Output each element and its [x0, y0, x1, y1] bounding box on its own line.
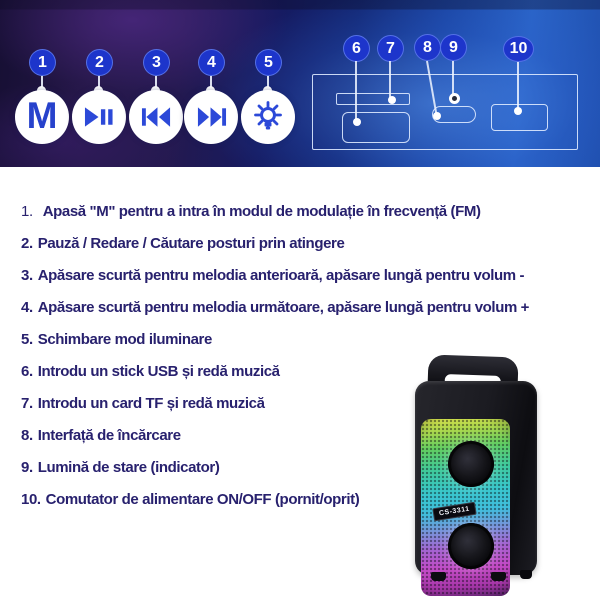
instruction-item-8: 8.Interfață de încărcare [21, 426, 596, 446]
previous-track-icon [141, 107, 170, 127]
callout-8-dot [433, 112, 441, 120]
model-label: CS-3311 [432, 501, 477, 522]
instruction-2-number: 2. [21, 235, 33, 252]
instruction-7-number: 7. [21, 395, 33, 412]
callout-4-badge: 4 [198, 49, 225, 76]
instruction-item-10: 10.Comutator de alimentare ON/OFF (porni… [21, 490, 596, 510]
speaker-driver-bottom [448, 523, 494, 569]
callout-7-line [389, 61, 391, 101]
callout-9-badge: 9 [440, 34, 467, 61]
callout-2-number: 2 [95, 53, 104, 71]
callout-9-line [452, 61, 454, 95]
instruction-list: 1. Apasă "M" pentru a intra în modul de m… [21, 202, 596, 522]
speaker-front-grille: CS-3311 [421, 419, 510, 596]
callout-5-line [267, 76, 269, 90]
speaker-foot [520, 570, 532, 579]
speaker-body: CS-3311 [415, 381, 537, 596]
rear-panel-outline [312, 74, 578, 150]
callout-1-line [41, 76, 43, 90]
tf-card-slot-shape [336, 93, 410, 105]
callout-4-number: 4 [207, 53, 216, 71]
instruction-item-2: 2.Pauză / Redare / Căutare posturi prin … [21, 234, 596, 254]
callout-9-number: 9 [449, 38, 458, 56]
instruction-8-text: Interfață de încărcare [37, 427, 181, 444]
callout-10-line [517, 62, 519, 112]
callout-3-badge: 3 [143, 49, 170, 76]
instruction-6-text: Introdu un stick USB și redă muzică [37, 363, 280, 380]
callout-2-badge: 2 [86, 49, 113, 76]
callout-8-number: 8 [423, 38, 432, 56]
callout-10-number: 10 [509, 40, 528, 57]
play-pause-button [72, 90, 126, 144]
callout-2-line [98, 76, 100, 90]
instruction-2-text: Pauză / Redare / Căutare posturi prin at… [37, 235, 345, 252]
instruction-5-text: Schimbare mod iluminare [37, 331, 213, 348]
instruction-5-number: 5. [21, 331, 33, 348]
callout-3-number: 3 [152, 53, 161, 71]
callout-1-number: 1 [38, 53, 47, 71]
instruction-10-text: Comutator de alimentare ON/OFF (pornit/o… [45, 491, 360, 508]
callout-7-dot [388, 96, 396, 104]
usb-port-shape [342, 112, 410, 143]
instruction-item-5: 5.Schimbare mod iluminare [21, 330, 596, 350]
charging-port-shape [432, 106, 476, 123]
instruction-4-number: 4. [21, 299, 33, 316]
light-mode-button [241, 90, 295, 144]
next-track-icon [197, 107, 226, 127]
instruction-item-9: 9.Lumină de stare (indicator) [21, 458, 596, 478]
speaker-foot [431, 572, 446, 581]
instruction-item-6: 6.Introdu un stick USB și redă muzică [21, 362, 596, 382]
callout-1-badge: 1 [29, 49, 56, 76]
callout-10-badge: 10 [503, 36, 534, 62]
callout-4-line [210, 76, 212, 90]
instruction-item-7: 7.Introdu un card TF și redă muzică [21, 394, 596, 414]
callout-6-dot [353, 118, 361, 126]
instruction-7-text: Introdu un card TF și redă muzică [37, 395, 265, 412]
instruction-8-number: 8. [21, 427, 33, 444]
instruction-1-number: 1. [21, 203, 33, 220]
callout-8-badge: 8 [414, 34, 441, 61]
instruction-4-text: Apăsare scurtă pentru melodia următoare,… [37, 299, 530, 316]
instruction-item-1: 1. Apasă "M" pentru a intra în modul de m… [21, 202, 596, 222]
instruction-6-number: 6. [21, 363, 33, 380]
callout-7-badge: 7 [377, 35, 404, 62]
m-mode-icon: M [26, 95, 58, 136]
callout-5-number: 5 [264, 53, 273, 71]
callout-6-number: 6 [352, 39, 361, 57]
instruction-item-3: 3.Apăsare scurtă pentru melodia anterioa… [21, 266, 596, 286]
callout-3-line [155, 76, 157, 90]
previous-track-button [129, 90, 183, 144]
light-mode-icon [254, 101, 282, 130]
callout-5-badge: 5 [255, 49, 282, 76]
status-led-shape [449, 93, 460, 104]
speaker-product-image: CS-3311 [413, 352, 545, 596]
instruction-3-text: Apăsare scurtă pentru melodia anterioară… [37, 267, 525, 284]
instruction-1-text: Apasă "M" pentru a intra în modul de mod… [42, 203, 481, 220]
callout-7-number: 7 [386, 39, 395, 57]
instruction-3-number: 3. [21, 267, 33, 284]
instruction-10-number: 10. [21, 491, 41, 508]
speaker-foot [491, 572, 506, 581]
power-switch-shape [491, 104, 548, 131]
play-pause-icon [84, 107, 113, 127]
instruction-9-text: Lumină de stare (indicator) [37, 459, 220, 476]
instruction-item-4: 4.Apăsare scurtă pentru melodia următoar… [21, 298, 596, 318]
top-diagram-banner: 1 M 2 3 4 [0, 0, 600, 167]
next-track-button [184, 90, 238, 144]
callout-6-badge: 6 [343, 35, 370, 62]
callout-10-dot [514, 107, 522, 115]
instruction-9-number: 9. [21, 459, 33, 476]
speaker-driver-top [448, 441, 494, 487]
m-mode-button: M [15, 90, 69, 144]
callout-6-line [355, 61, 357, 122]
